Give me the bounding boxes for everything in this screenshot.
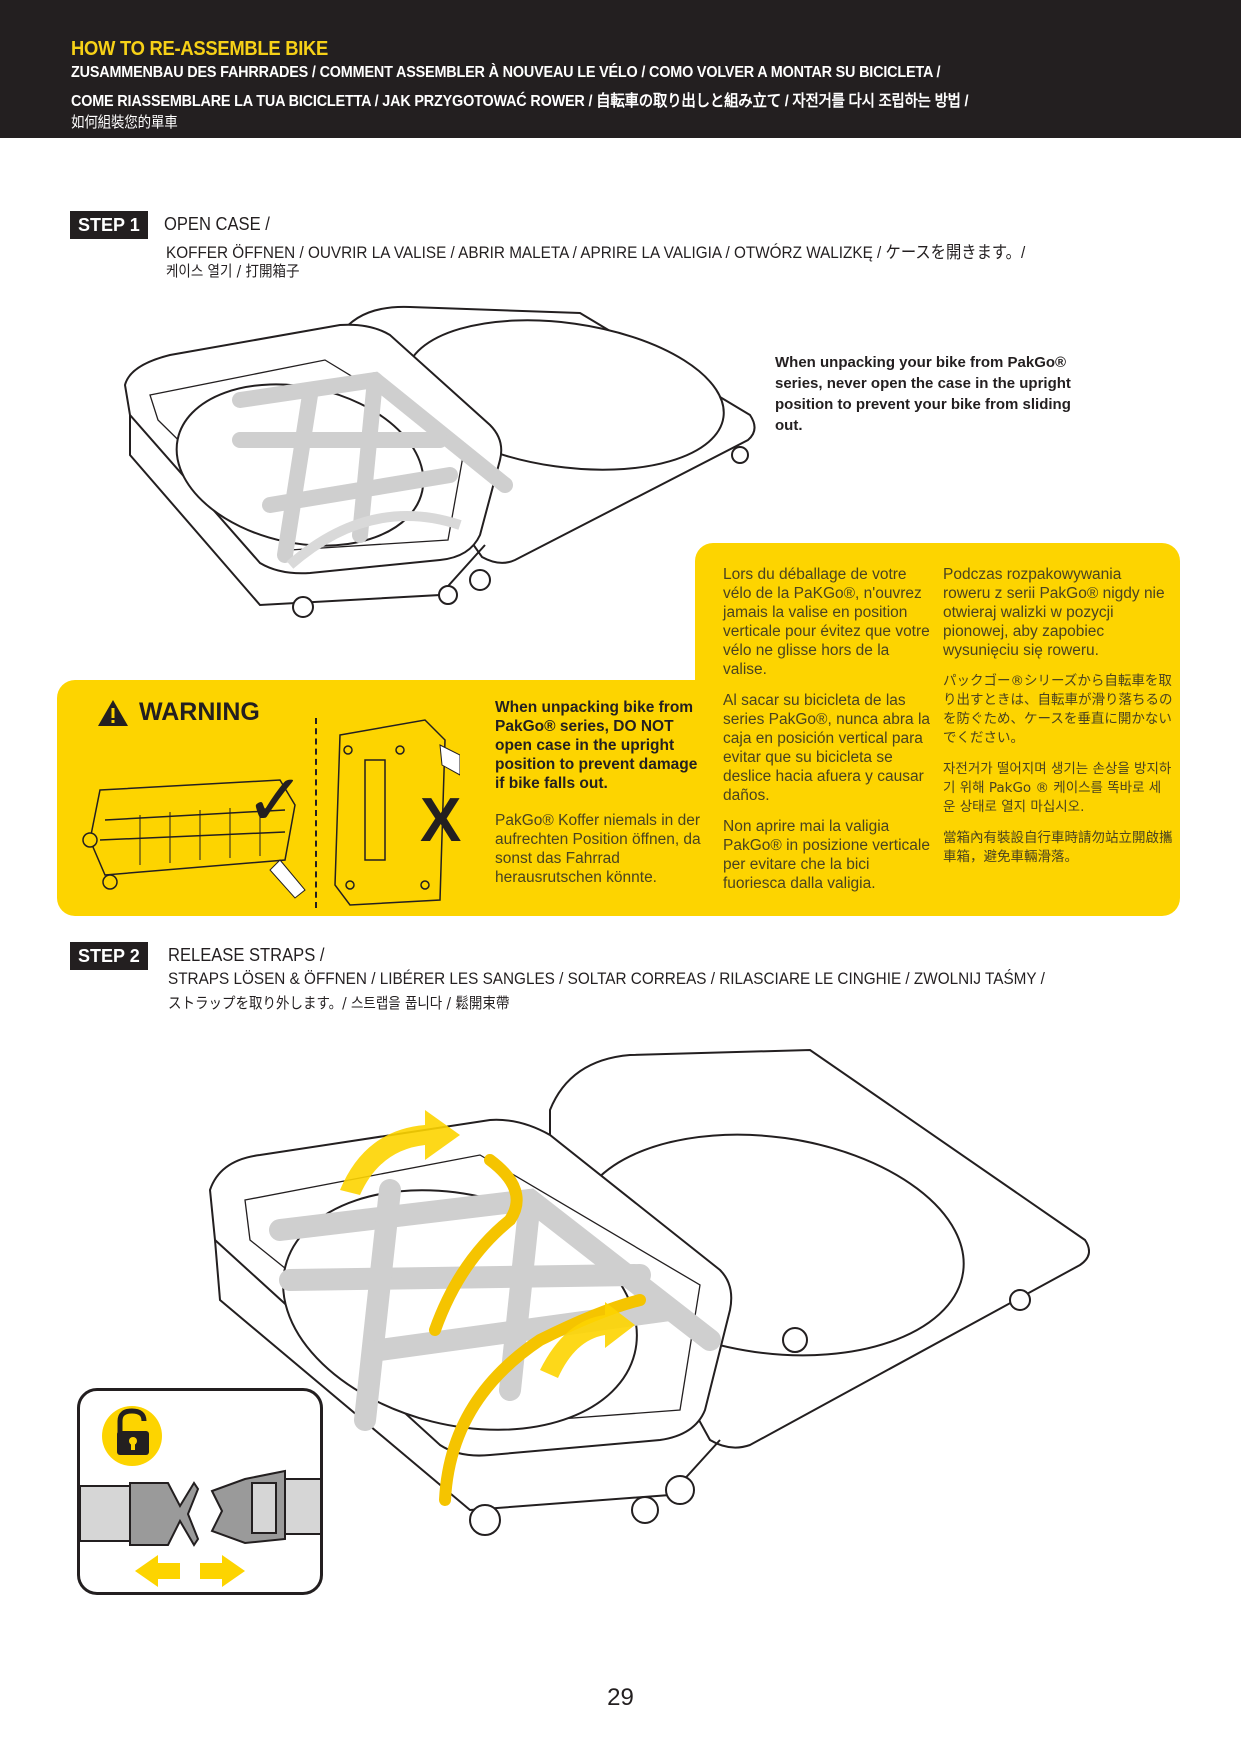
warning-text-zh: 當箱內有裝設自行車時請勿站立開啟攜車箱，避免車輛滑落。 xyxy=(943,830,1173,865)
step1-subtitle-line2: 케이스 열기 / 打開箱子 xyxy=(166,262,300,280)
page-subtitle-line2: COME RIASSEMBLARE LA TUA BICICLETTA / JA… xyxy=(71,93,969,110)
warning-column-pl-ja-ko-zh: Podczas rozpakowywania roweru z serii Pa… xyxy=(943,565,1173,879)
warning-text-ko: 자전거가 떨어지며 생기는 손상을 방지하기 위해 PakGo ® 케이스를 똑… xyxy=(943,761,1172,815)
page-title: HOW TO RE-ASSEMBLE BIKE xyxy=(71,38,329,60)
step1-subtitle-line1: KOFFER ÖFFNEN / OUVRIR LA VALISE / ABRIR… xyxy=(166,243,1026,262)
page-subtitle-line3: 如何組裝您的單車 xyxy=(71,113,178,131)
divider xyxy=(315,718,317,908)
warning-text-pl: Podczas rozpakowywania roweru z serii Pa… xyxy=(943,566,1165,659)
warning-text-it: Non aprire mai la valigia PakGo® in posi… xyxy=(723,818,930,892)
rotate-arrow-icon xyxy=(540,1302,635,1378)
warning-title: WARNING xyxy=(139,698,260,726)
open-case-illustration xyxy=(123,305,756,618)
left-right-arrows-icon xyxy=(135,1555,245,1587)
step2-badge: STEP 2 xyxy=(70,942,148,970)
step1-badge: STEP 1 xyxy=(70,211,148,239)
warning-text-en: When unpacking bike from PakGo® series, … xyxy=(495,699,698,792)
page-number: 29 xyxy=(607,1684,634,1711)
step1-note: When unpacking your bike from PakGo® ser… xyxy=(775,354,1071,434)
buckle-release-inset xyxy=(77,1388,323,1595)
page-subtitle-line1: ZUSAMMENBAU DES FAHRRADES / COMMENT ASSE… xyxy=(71,64,941,81)
check-mark-icon: ✓ xyxy=(245,761,306,841)
warning-column-fr-es-it: Lors du déballage de votre vélo de la Pa… xyxy=(723,565,933,905)
warning-triangle-icon xyxy=(98,699,128,726)
warning-text-de: PakGo® Koffer niemals in der aufrechten … xyxy=(495,812,701,886)
step2-subtitle-line1: STRAPS LÖSEN & ÖFFNEN / LIBÉRER LES SANG… xyxy=(168,969,1045,988)
x-mark-icon: X xyxy=(420,786,462,855)
warning-column-en-de: When unpacking bike from PakGo® series, … xyxy=(495,698,710,899)
warning-text-ja: パックゴー®シリーズから自転車を取り出すときは、自転車が滑り落ちるのを防ぐため、… xyxy=(943,673,1173,746)
step2-subtitle-line2: ストラップを取り外します。/ 스트랩을 풉니다 / 鬆開束帶 xyxy=(168,994,510,1012)
warning-text-fr: Lors du déballage de votre vélo de la Pa… xyxy=(723,566,930,678)
horizontal-case-correct-illustration xyxy=(82,779,306,899)
warning-heading: WARNING xyxy=(97,698,260,727)
upright-case-wrong-illustration xyxy=(334,719,460,906)
page-header: HOW TO RE-ASSEMBLE BIKE ZUSAMMENBAU DES … xyxy=(0,0,1241,138)
warning-text-es: Al sacar su bicicleta de las series PakG… xyxy=(723,692,931,804)
rotate-arrow-icon xyxy=(340,1110,460,1195)
step1-title: OPEN CASE / xyxy=(164,214,270,234)
step2-title: RELEASE STRAPS / xyxy=(168,945,325,965)
unlock-padlock-icon xyxy=(102,1406,162,1466)
release-straps-illustration xyxy=(208,1048,1090,1536)
